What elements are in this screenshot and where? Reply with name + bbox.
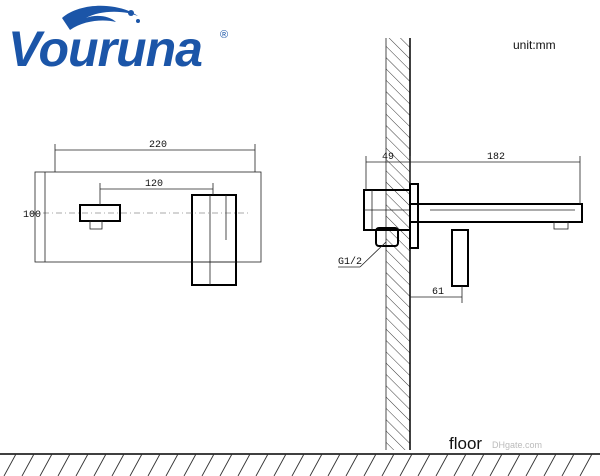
- watermark: DHgate.com: [492, 440, 542, 450]
- dim-spout-center: 120: [145, 179, 163, 190]
- dim-handle-offset: 61: [432, 287, 444, 298]
- floor-hatch: [3, 453, 593, 476]
- spout-tip: [553, 221, 569, 230]
- floor-section: floor DHgate.com: [0, 434, 600, 476]
- brand-wordmark: Vouruna: [8, 21, 202, 77]
- droplet-icon: [128, 10, 134, 16]
- dim-overall-width: 220: [149, 140, 167, 151]
- wall-cover: [409, 183, 419, 249]
- registered-mark: ®: [220, 29, 228, 41]
- wave-icon: [62, 5, 138, 30]
- dim-spout-length: 182: [487, 152, 505, 163]
- thread-leader: [359, 241, 387, 268]
- floor-label: floor: [449, 434, 482, 453]
- handle-body: [191, 194, 237, 286]
- unit-label: unit:mm: [513, 38, 556, 52]
- front-view: 220 120 100: [23, 140, 262, 286]
- spout-arm: [409, 203, 583, 223]
- brand-logo: Vouruna ®: [8, 5, 228, 77]
- wall-plate: [34, 171, 262, 263]
- spout-outlet-bottom: [89, 220, 103, 230]
- dim-wall-depth: 49: [382, 152, 394, 163]
- droplet-icon: [136, 19, 140, 23]
- inlet-thread: [375, 227, 399, 247]
- side-view: 49 182 61 G1/2: [338, 38, 583, 450]
- thread-label: G1/2: [338, 256, 362, 268]
- dim-plate-height: 100: [23, 210, 41, 221]
- side-handle: [451, 229, 469, 287]
